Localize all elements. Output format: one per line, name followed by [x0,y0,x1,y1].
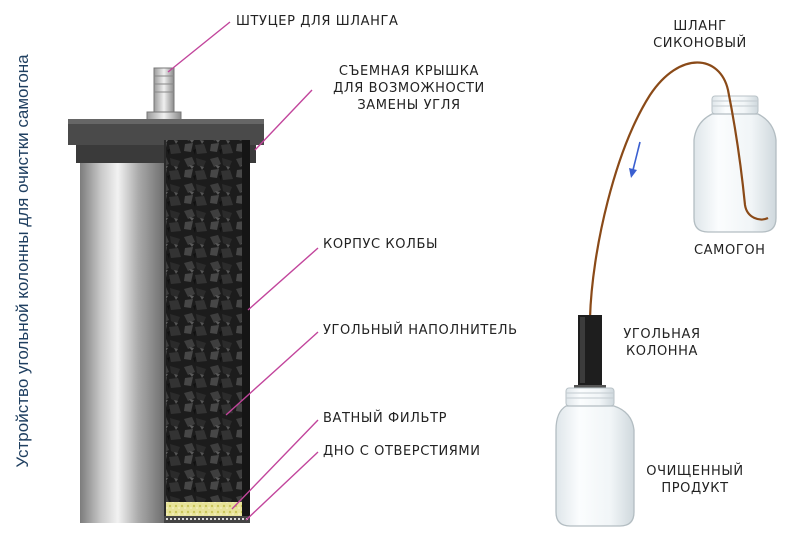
label-perforated-bottom: ДНО С ОТВЕРСТИЯМИ [323,444,481,459]
perforated-bottom [164,516,250,523]
label-product-line2: ПРОДУКТ [661,481,729,496]
leader-lines [167,21,319,521]
charcoal-column [574,315,606,388]
column-body [80,163,164,523]
label-removable-lid-line1: СЪЕМНАЯ КРЫШКА [338,64,480,79]
label-charcoal-column-line2: КОЛОННА [625,344,699,359]
label-product-line1: ОЧИЩЕННЫЙ [646,464,744,479]
hose-fitting [146,67,182,121]
cotton-filter [166,502,242,516]
label-hose-fitting: ШТУЦЕР ДЛЯ ШЛАНГА [236,14,399,29]
label-hose-line1: ШЛАНГ [673,19,727,34]
label-coal-filler: УГОЛЬНЫЙ НАПОЛНИТЕЛЬ [323,323,518,338]
label-removable-lid-line3: ЗАМЕНЫ УГЛЯ [357,98,461,113]
label-charcoal-column-line1: УГОЛЬНАЯ [623,327,701,342]
coal-filler [166,140,242,502]
bottom-jar [555,387,635,527]
label-moonshine: САМОГОН [694,243,766,258]
flow-arrow-icon [629,141,641,178]
top-jar [693,95,777,233]
siphon-hose [588,61,769,319]
label-removable-lid-line2: ДЛЯ ВОЗМОЖНОСТИ [333,81,485,96]
label-cotton-filter: ВАТНЫЙ ФИЛЬТР [323,411,448,426]
label-hose-line2: СИКОНОВЫЙ [653,36,747,51]
label-column-body: КОРПУС КОЛБЫ [323,237,439,252]
